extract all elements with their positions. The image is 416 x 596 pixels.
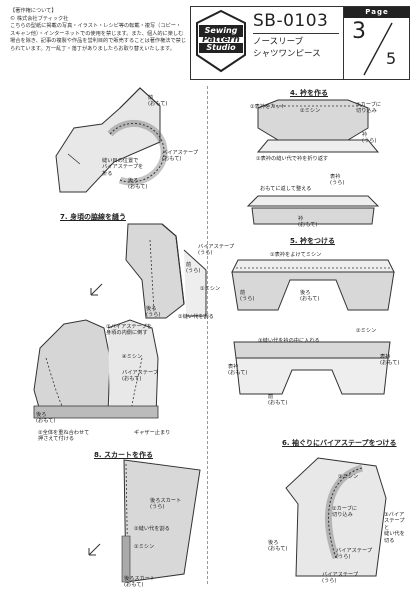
copyright-owner: © 株式会社ブティック社 (10, 15, 69, 22)
page-number-box: Page 3 5 (343, 7, 410, 79)
step8-arrow-icon (88, 543, 101, 556)
s7-sew1-label: ①ミシン (200, 286, 221, 292)
step7-bodice-illustration (33, 319, 159, 419)
s4-collar3-label: 表衿(うら) (330, 174, 345, 187)
s6-back-label: 後ろ(おもて) (268, 540, 288, 553)
s8-seam-label: ②縫い代を割る (134, 526, 170, 532)
step7-arrow-icon (90, 283, 103, 296)
copyright-notice: 【著作権について】 © 株式会社ブティック社 こちらの型紙に掲載の写真・イラスト… (10, 8, 186, 54)
s7-back-label: 後ろ(うら) (146, 306, 161, 319)
s6-sew-label: ①ミシン (338, 474, 359, 480)
s5-collar-label: 表衿(おもて) (228, 364, 248, 377)
logo-line3: Studio (206, 43, 236, 52)
s7-gather-label: ギャザー止まり (134, 430, 171, 436)
s8-backskirt2-label: 後ろスカート(おもて) (124, 576, 156, 589)
s8-backskirt-label: 後ろスカート(うら) (150, 498, 182, 511)
step8-skirt-illustration (121, 459, 201, 583)
step8-title: 8. スカートを作る (94, 451, 153, 459)
title-line2: シャツワンピース (253, 49, 321, 59)
s5-s1-label: ①表衿をよけてミシン (270, 252, 322, 258)
s7-s4-label: ④ミシン (122, 354, 143, 360)
s6-bias-label: バイアステープ(うら) (336, 548, 373, 561)
page-header: Sewing Pattern Studio SB-0103 ノースリーブ シャツ… (190, 6, 410, 80)
studio-logo: Sewing Pattern Studio (193, 9, 249, 75)
logo-shape (196, 9, 246, 73)
s7-s7-label: ②全体を重ね合わせて押さえて付ける (38, 430, 90, 443)
s5-collar2-label: 表衿(おもて) (380, 354, 400, 367)
copyright-heading: 【著作権について】 (10, 8, 57, 14)
s4-collar-label: 衿(うら) (362, 132, 377, 145)
s1-back-label: 後ろ(おもて) (128, 178, 148, 191)
step6-title: 6. 袖ぐりにバイアステープをつける (282, 439, 397, 447)
step7-title: 7. 身頃の脇線を縫う (60, 213, 126, 221)
column-divider (207, 86, 208, 584)
pattern-title: ノースリーブ シャツワンピース (253, 36, 339, 60)
s5-s3-label: ③縫い代を衿の中に入れる (258, 338, 320, 344)
step5-collar-attach (231, 259, 395, 311)
s6-bias2-label: バイアステープ(うら) (322, 572, 359, 585)
s7-s3-label: ③バイアステープを身頃の内側に倒す (106, 324, 152, 337)
logo-line2: Pattern (202, 35, 240, 45)
s6-side-label: ③バイアステープと縫い代を切る (384, 512, 405, 544)
s4-s5-label: ①表衿の縫い代で衿を折り返す (256, 156, 329, 162)
s4-cutcurve-label: ③カーブに切り込み (356, 102, 382, 115)
s5-front2-label: 前(おもて) (268, 394, 288, 407)
s4-fold-label: おもてに返して整える (260, 186, 312, 192)
s5-back-label: 後ろ(おもて) (300, 290, 320, 303)
page-slash (363, 22, 393, 76)
s7-front-label: 前(うら) (186, 262, 201, 275)
s1-bias-label: バイアステープ(おもて) (162, 150, 199, 163)
page-number: 3 (352, 19, 366, 44)
s5-sew-label: ②ミシン (356, 328, 377, 334)
logo-line1: Sewing (204, 26, 238, 35)
s7-s6-label: 後ろ(おもて) (36, 412, 56, 425)
s8-sew-label: ①ミシン (134, 544, 155, 550)
page-total: 5 (386, 49, 397, 68)
step-armhole-illustration (55, 87, 168, 193)
s4-cut-label: ①表衿をカット (250, 104, 286, 110)
s5-front-label: 前(うら) (240, 290, 255, 303)
step5-collar-finished (233, 341, 391, 395)
step7-side-seam-illustration (125, 223, 207, 319)
page-label: Page (344, 7, 410, 18)
pattern-code: SB-0103 (253, 11, 339, 34)
s7-s5-label: バイアステープ(おもて) (122, 370, 159, 383)
step4-collar-illustration (256, 99, 380, 153)
s6-cut-label: ②カーブに切り込み (332, 506, 358, 519)
s7-sew2-label: ②縫い代を割る (178, 314, 214, 320)
step4-title: 4. 衿を作る (290, 89, 328, 97)
title-line1: ノースリーブ (253, 37, 304, 47)
s1-fold-label: 縫い目の位置でバイアステープを折る (102, 158, 144, 177)
step6-armhole-bias (285, 457, 387, 577)
copyright-body: こちらの型紙に掲載の写真・イラスト・レシピ等の転載・複写（コピー・スキャン他）・… (10, 23, 187, 52)
s4-sew-label: ②ミシン (300, 108, 321, 114)
s7-bias-label: バイアステープ(うら) (198, 244, 235, 257)
step5-title: 5. 衿をつける (290, 237, 335, 245)
s1-front-label: 前(おもて) (148, 95, 168, 108)
s4-collar2-label: 衿(おもて) (298, 216, 318, 229)
step4-collar-finished (246, 195, 380, 225)
